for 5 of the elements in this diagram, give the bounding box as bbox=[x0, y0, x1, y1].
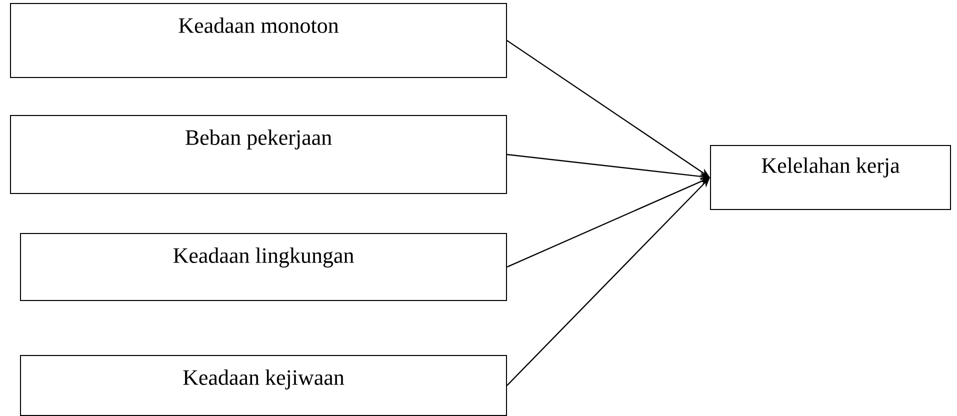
text-box: Keadaan lingkungan bbox=[20, 233, 507, 301]
text-box: Beban pekerjaan bbox=[10, 115, 507, 194]
text-box: Kelelahan kerja bbox=[710, 145, 951, 210]
text-box: Keadaan monoton bbox=[10, 3, 507, 78]
text-box: Keadaan kejiwaan bbox=[20, 355, 507, 416]
